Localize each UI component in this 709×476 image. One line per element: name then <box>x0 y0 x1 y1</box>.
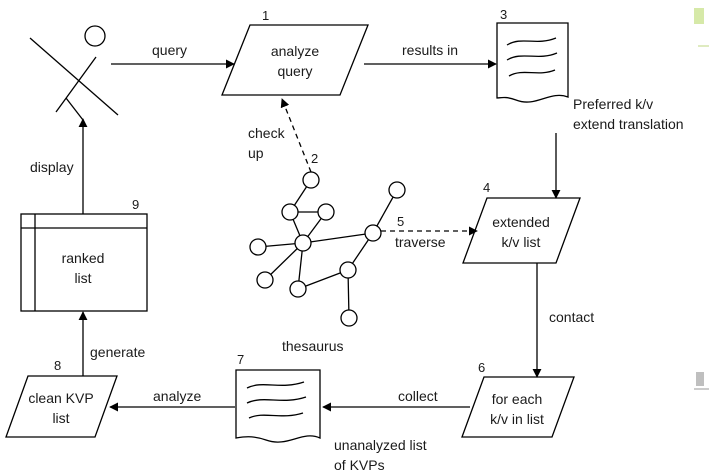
preferred-label-line1: Preferred k/v <box>573 96 653 112</box>
analyze-query-node: 1 analyze query <box>221 8 369 96</box>
clean-kvp-list-node: 8 clean KVP list <box>5 358 118 438</box>
thesaurus-label: thesaurus <box>282 338 343 354</box>
thesaurus-node <box>388 181 406 199</box>
node-number-9: 9 <box>132 197 139 212</box>
unanalyzed-label-line2: of KVPs <box>334 457 385 473</box>
node-number-8: 8 <box>54 358 61 373</box>
thesaurus-node <box>317 203 335 221</box>
node-number-7: 7 <box>237 352 244 367</box>
check-up-label-line1: check <box>248 125 286 141</box>
generate-label: generate <box>90 344 145 360</box>
extended-kv-list-node: 4 extended k/v list <box>462 180 581 264</box>
unanalyzed-label-line1: unanalyzed list <box>334 437 427 453</box>
node-number-5: 5 <box>397 214 404 229</box>
traverse-label: traverse <box>395 234 446 250</box>
for-each-kv-node: 6 for each k/v in list <box>461 360 575 438</box>
clean-kvp-label-line2: list <box>52 410 69 426</box>
node-number-4: 4 <box>483 180 490 195</box>
thesaurus-edges <box>257 179 398 319</box>
collect-label: collect <box>398 388 438 404</box>
analyze-query-label-line2: query <box>277 63 312 79</box>
edges <box>78 59 561 412</box>
thesaurus-node <box>339 261 357 279</box>
thesaurus-node <box>340 309 358 327</box>
edge-labels: query results in check up Preferred k/v … <box>30 42 684 473</box>
user-actor-icon <box>29 25 119 121</box>
query-label: query <box>152 42 187 58</box>
check-up-label-line2: up <box>248 145 264 161</box>
node-number-6: 6 <box>478 360 485 375</box>
for-each-label-line2: k/v in list <box>490 411 544 427</box>
thesaurus-node <box>256 271 274 289</box>
preferred-label-line2: extend translation <box>573 116 684 132</box>
unanalyzed-document-node: 7 <box>235 352 321 443</box>
analyze-query-label-line1: analyze <box>271 43 319 59</box>
analyze-label: analyze <box>153 388 201 404</box>
ranked-list-label-line2: list <box>74 270 91 286</box>
thesaurus-node <box>289 280 307 298</box>
thesaurus-graph: 2 5 thesaurus <box>249 151 406 354</box>
thesaurus-node <box>294 234 312 252</box>
display-label: display <box>30 159 74 175</box>
thesaurus-node <box>249 238 267 256</box>
ranked-list-node: 9 ranked list <box>20 197 148 312</box>
results-document-node: 3 <box>496 7 569 103</box>
thesaurus-node <box>364 224 382 242</box>
clean-kvp-label-line1: clean KVP <box>28 390 93 406</box>
node-number-1: 1 <box>262 8 269 23</box>
for-each-label-line1: for each <box>492 391 543 407</box>
extended-list-label-line2: k/v list <box>502 234 541 250</box>
ranked-list-label-line1: ranked <box>62 250 105 266</box>
results-in-label: results in <box>402 42 458 58</box>
clipped-edge-fragments <box>694 8 709 390</box>
node-number-3: 3 <box>500 7 507 22</box>
thesaurus-node <box>302 171 320 189</box>
contact-label: contact <box>549 309 594 325</box>
thesaurus-node <box>281 203 299 221</box>
edge-check-up <box>280 98 312 173</box>
node-number-2: 2 <box>311 151 318 166</box>
thesaurus-nodes <box>249 171 406 327</box>
extended-list-label-line1: extended <box>492 214 550 230</box>
